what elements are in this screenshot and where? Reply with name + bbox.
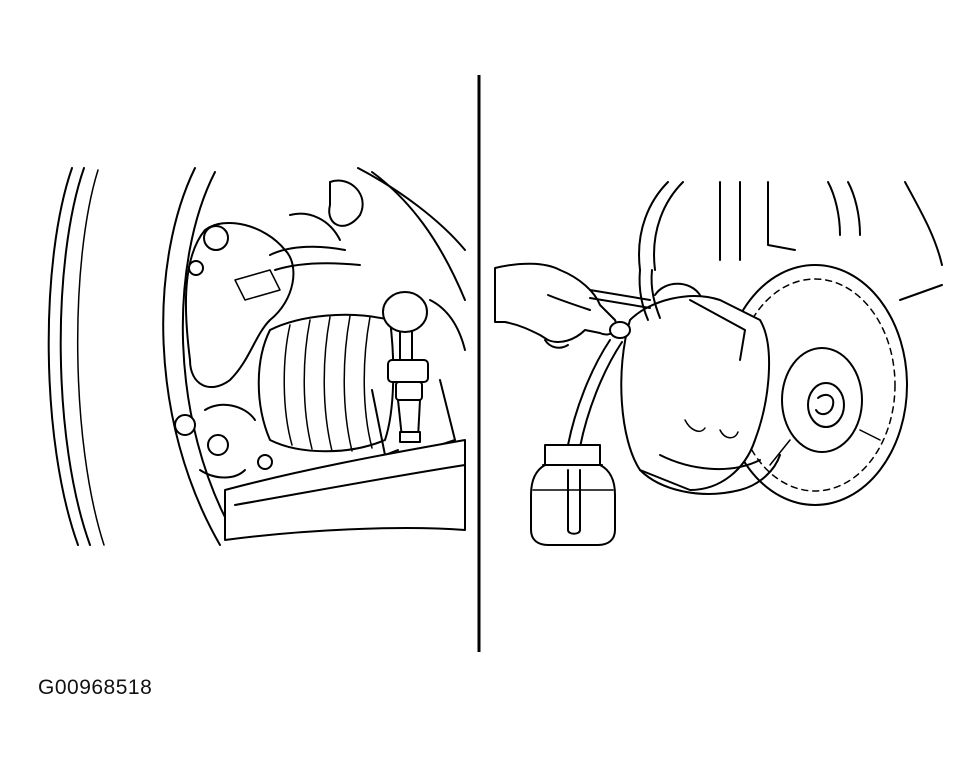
figure-id-label: G00968518 [38,676,153,699]
suspension-strut [638,181,943,271]
brake-disc [722,264,943,506]
ball-joint [371,291,466,456]
wheel-well [162,167,466,546]
hand-with-wrench [494,262,651,349]
bleeder-hose [567,339,623,531]
brake-caliper [620,282,781,495]
left-panel [47,167,466,546]
tire-outline [47,167,105,546]
cv-boot [257,313,395,453]
right-panel [494,181,943,546]
steering-knuckle [184,179,364,389]
lower-control-arm [174,403,466,541]
fluid-bottle [530,444,616,546]
